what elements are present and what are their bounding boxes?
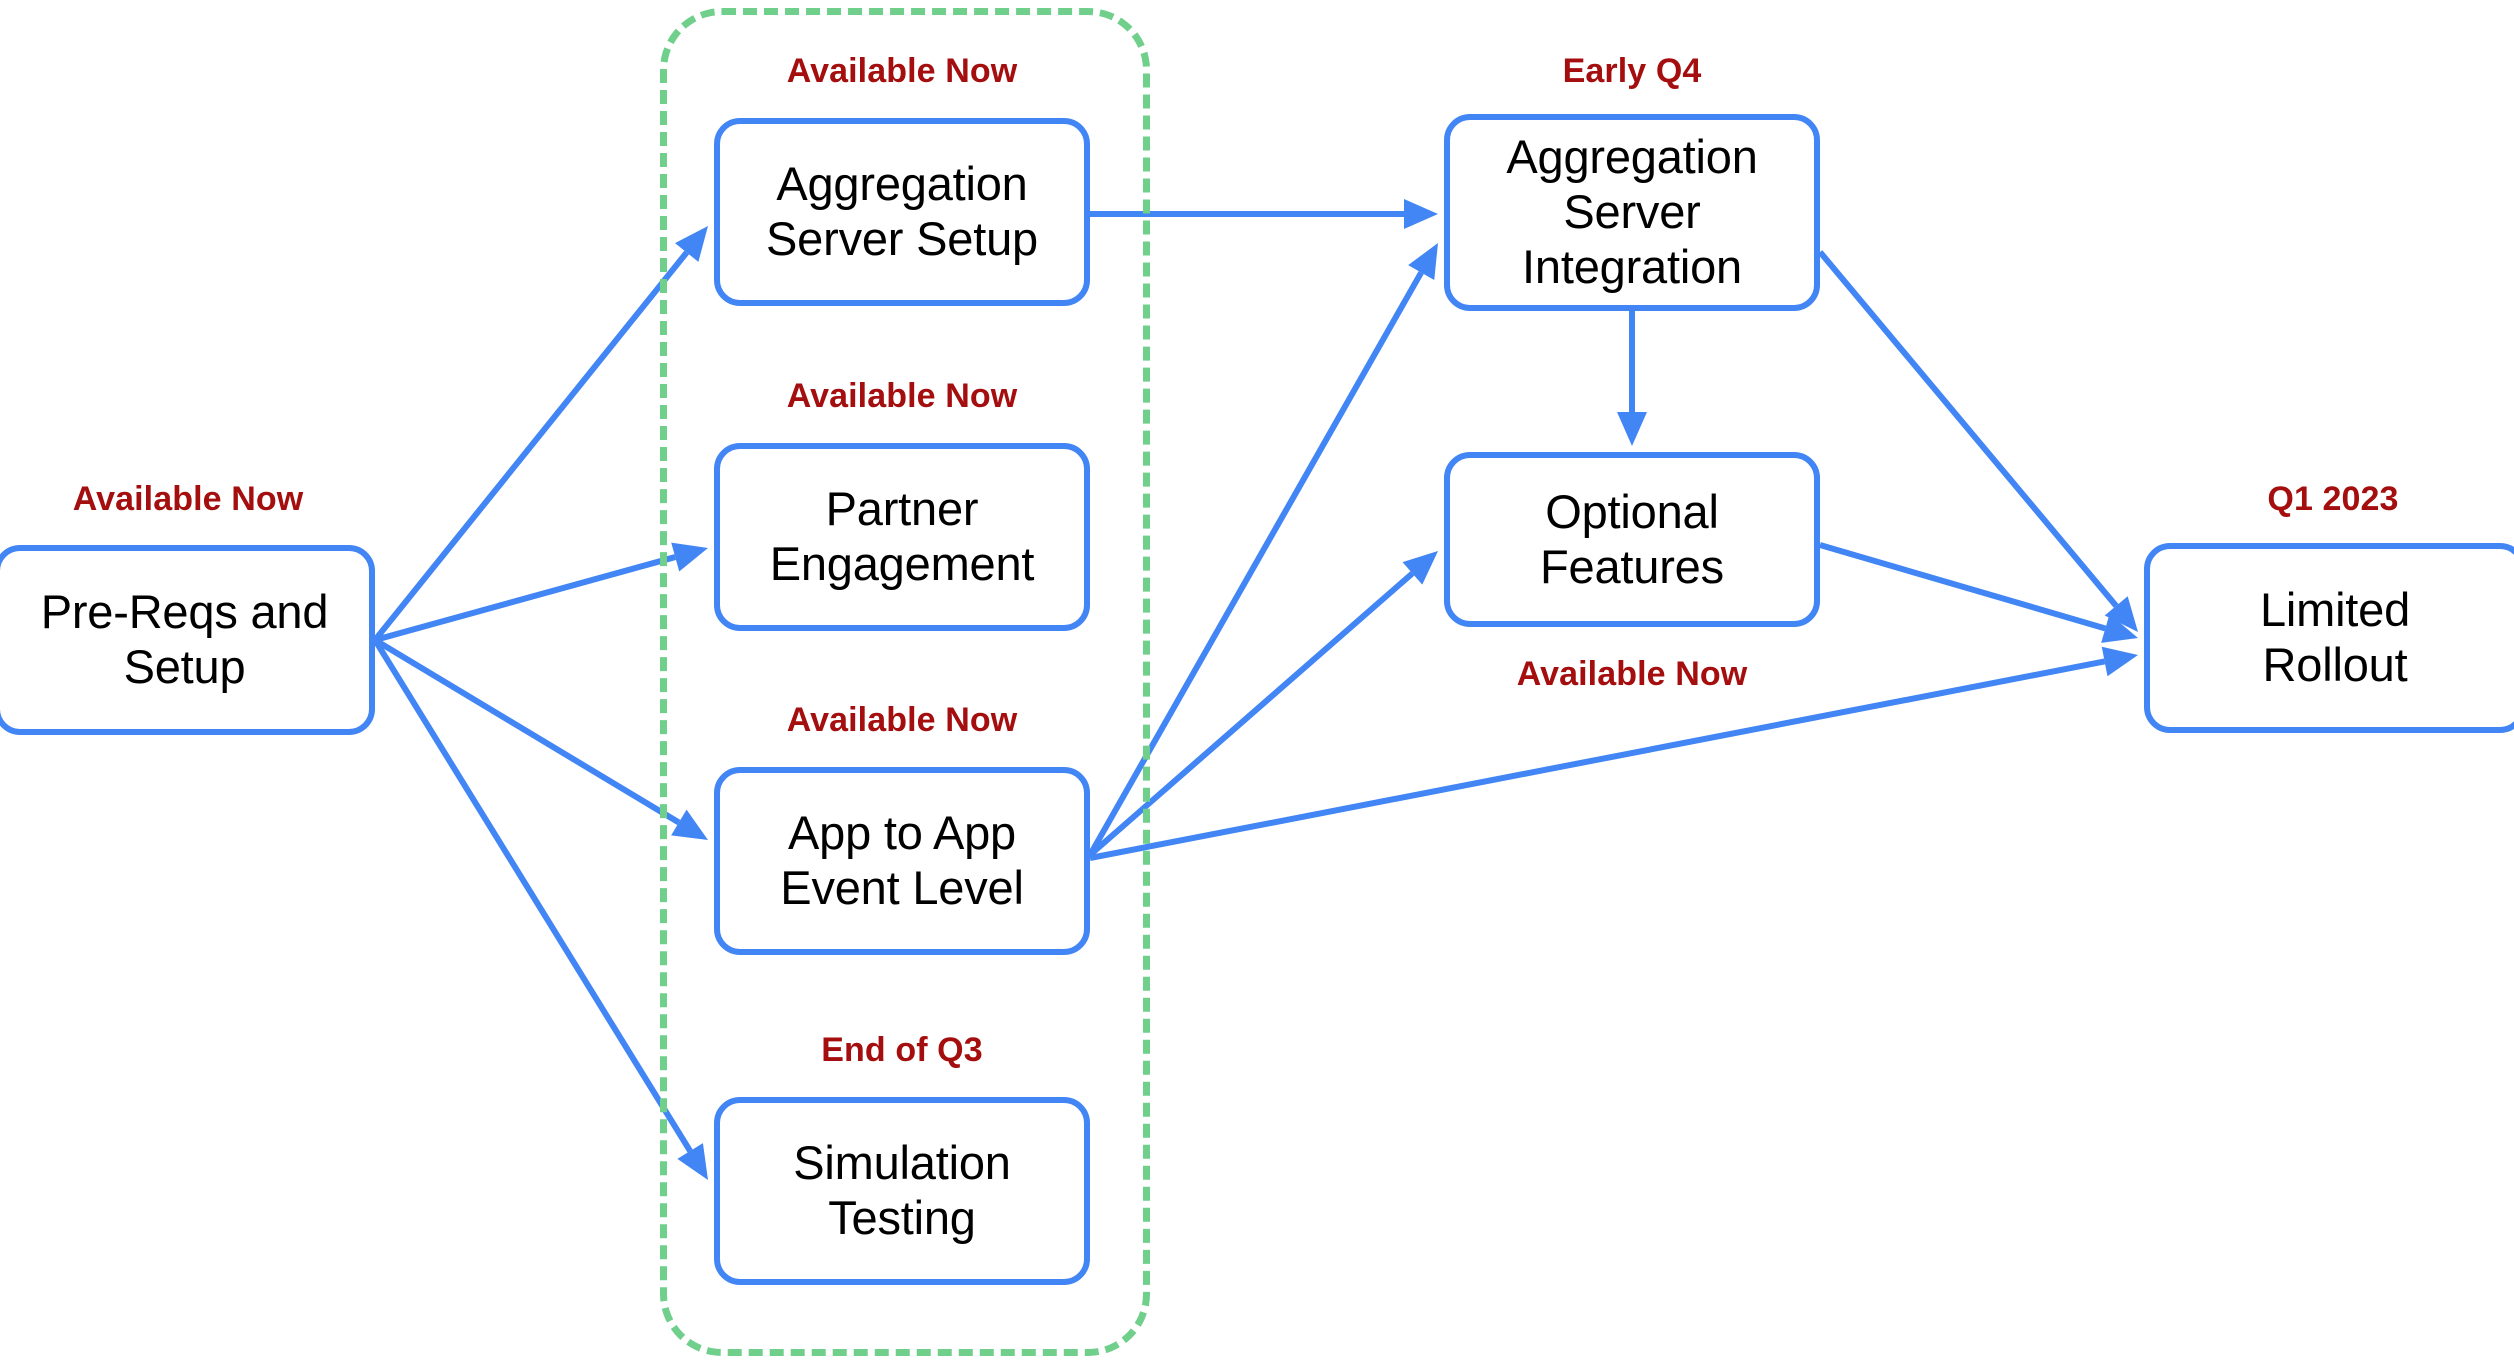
node-limited-rollout[interactable]: Limited Rollout: [2144, 543, 2514, 733]
arrowhead: [1408, 243, 1438, 280]
edge-prereqs-to-app-to-app: [373, 637, 708, 840]
node-aggregation-server-setup[interactable]: Aggregation Server Setup: [714, 118, 1090, 306]
arrowhead: [1402, 551, 1438, 585]
status-label-pre-reqs-and-setup: Available Now: [72, 480, 304, 518]
status-label-partner-engagement: Available Now: [786, 377, 1018, 415]
node-optional-features[interactable]: Optional Features: [1444, 452, 1820, 627]
arrowhead: [2101, 646, 2138, 677]
status-label-limited-rollout: Q1 2023: [2267, 480, 2399, 518]
edge-prereqs-to-aggregation-setup: [372, 226, 708, 642]
node-app-to-app-event-level[interactable]: App to App Event Level: [714, 767, 1090, 955]
arrowhead: [2104, 596, 2138, 632]
node-aggregation-server-integration[interactable]: Aggregation Server Integration: [1444, 114, 1820, 311]
arrowhead: [2101, 614, 2138, 643]
edge-prereqs-to-partner-engagement: [374, 542, 708, 643]
arrowhead: [1617, 412, 1647, 446]
node-simulation-testing[interactable]: Simulation Testing: [714, 1097, 1090, 1285]
node-pre-reqs-and-setup[interactable]: Pre-Reqs and Setup: [0, 545, 375, 735]
edge-integration-to-limited-rollout: [1817, 250, 2138, 632]
node-partner-engagement[interactable]: Partner Engagement: [714, 443, 1090, 631]
status-label-aggregation-server-setup: Available Now: [786, 52, 1018, 90]
edge-integration-to-optional-features: [1617, 311, 1647, 446]
edge-prereqs-to-simulation-testing: [372, 638, 708, 1180]
status-label-simulation-testing: End of Q3: [821, 1031, 983, 1069]
status-label-aggregation-server-integration: Early Q4: [1562, 52, 1702, 90]
arrowhead: [1404, 199, 1438, 229]
edge-optional-features-to-limited-rollout: [1819, 542, 2138, 643]
status-label-optional-features: Available Now: [1516, 655, 1748, 693]
status-label-app-to-app-event-level: Available Now: [786, 701, 1018, 739]
